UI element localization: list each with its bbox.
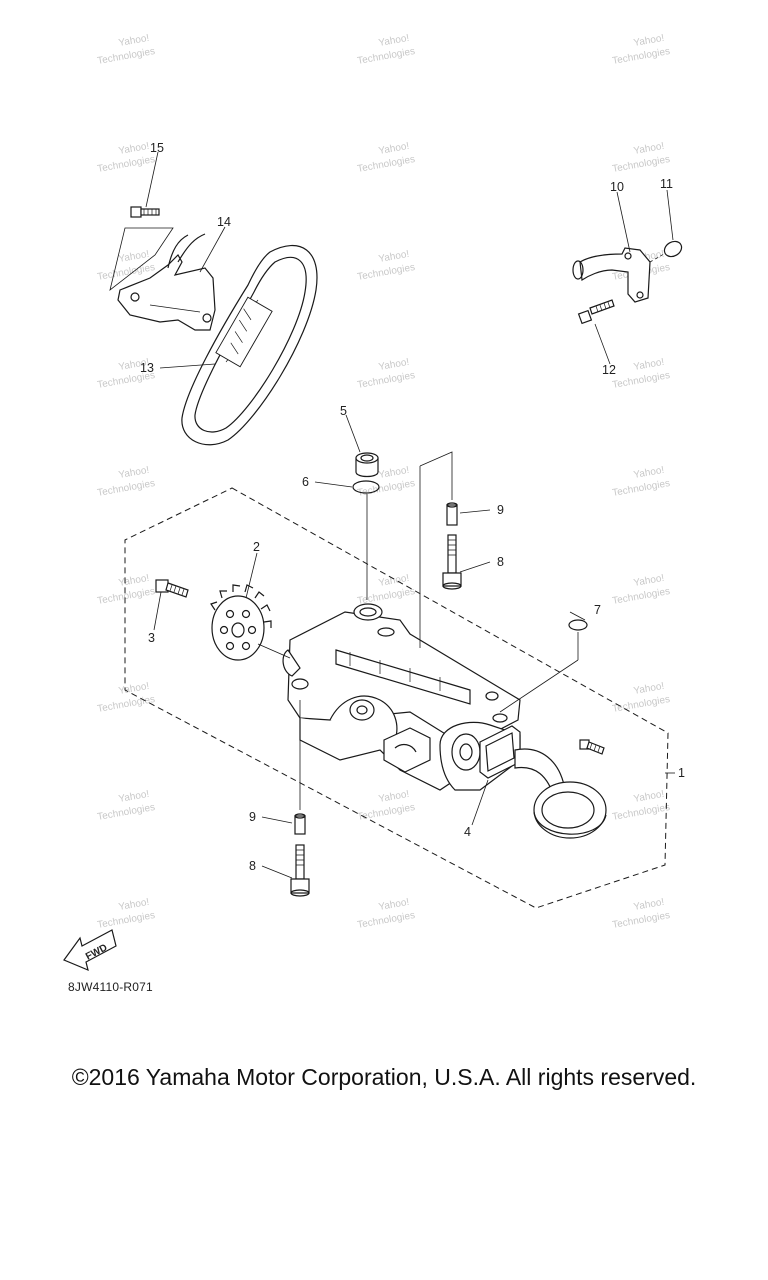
watermark-text: Yahoo!: [633, 357, 665, 373]
bolt-3: [155, 579, 189, 598]
dowel-9-upper: [446, 502, 458, 526]
o-ring-7: [568, 619, 588, 631]
watermark-text: Yahoo!: [633, 681, 665, 697]
callout-2: 2: [253, 540, 260, 554]
watermark-text: Technologies: [356, 154, 415, 175]
oil-pump-body: [282, 603, 607, 839]
callout-15: 15: [150, 141, 164, 155]
callout-11: 11: [660, 177, 673, 191]
watermark-text: Yahoo!: [378, 573, 410, 589]
callout-9-upper: 9: [497, 503, 504, 517]
callout-14: 14: [217, 215, 231, 229]
watermark-text: Yahoo!: [118, 789, 150, 805]
o-ring-11: [663, 240, 683, 258]
leader-lines: [145, 151, 675, 879]
callout-5: 5: [340, 404, 347, 418]
callout-8-lower: 8: [249, 859, 256, 873]
watermark-text: Technologies: [611, 370, 670, 391]
callout-9-lower: 9: [249, 810, 256, 824]
callout-12: 12: [602, 363, 616, 377]
watermark-text: Yahoo!: [378, 357, 410, 373]
watermark-text: Technologies: [356, 262, 415, 283]
parts-diagram: Yahoo!TechnologiesYahoo!TechnologiesYaho…: [63, 33, 685, 972]
callout-3: 3: [148, 631, 155, 645]
watermark-text: Technologies: [611, 802, 670, 823]
watermark-text: Technologies: [96, 154, 155, 175]
callout-1: 1: [678, 766, 685, 780]
callout-4: 4: [464, 825, 471, 839]
watermark-text: Yahoo!: [118, 357, 150, 373]
watermark-text: Yahoo!: [633, 141, 665, 157]
watermark-text: Yahoo!: [118, 573, 150, 589]
watermark-text: Yahoo!: [633, 33, 665, 49]
watermark-text: Yahoo!: [118, 897, 150, 913]
watermark-text: Technologies: [96, 694, 155, 715]
watermark-text: Yahoo!: [633, 573, 665, 589]
watermark-text: Technologies: [611, 478, 670, 499]
watermark-text: Technologies: [356, 370, 415, 391]
watermark-text: Technologies: [611, 586, 670, 607]
watermark-text: Yahoo!: [118, 249, 150, 265]
bolt-12: [577, 299, 615, 325]
copyright-notice: ©2016 Yamaha Motor Corporation, U.S.A. A…: [71, 1064, 697, 1090]
watermark-text: Yahoo!: [378, 897, 410, 913]
watermark-text: Technologies: [96, 586, 155, 607]
watermark-text: Yahoo!: [378, 249, 410, 265]
callout-10: 10: [610, 180, 624, 194]
watermark-text: Yahoo!: [378, 141, 410, 157]
watermark-text: Technologies: [96, 910, 155, 931]
bolt-8-lower: [290, 844, 310, 897]
dowel-9-lower: [294, 813, 306, 835]
watermark-text: Technologies: [611, 46, 670, 67]
watermark-text: Yahoo!: [378, 789, 410, 805]
chain-guide-14: [117, 233, 216, 331]
pipe-10: [572, 247, 651, 303]
collar-5: [355, 452, 379, 478]
bolt-8-upper: [442, 534, 462, 590]
callout-7: 7: [594, 603, 601, 617]
watermark-text: Yahoo!: [633, 789, 665, 805]
watermark-text: Yahoo!: [118, 33, 150, 49]
watermark-text: Yahoo!: [378, 33, 410, 49]
fwd-arrow: [63, 929, 117, 972]
watermark-text: Technologies: [96, 46, 155, 67]
watermark-text: Yahoo!: [633, 465, 665, 481]
watermark-text: Yahoo!: [633, 897, 665, 913]
watermark-text: Yahoo!: [118, 465, 150, 481]
callout-8-upper: 8: [497, 555, 504, 569]
drive-chain-13: [181, 244, 318, 446]
watermark-text: Yahoo!: [378, 465, 410, 481]
watermark-text: Technologies: [356, 46, 415, 67]
bolt-15-guide: [109, 227, 174, 292]
callout-13: 13: [140, 361, 154, 375]
watermark-text: Technologies: [96, 802, 155, 823]
diagram-code: 8JW4110-R071: [68, 980, 153, 994]
watermark-text: Technologies: [611, 910, 670, 931]
bolt-15: [130, 206, 160, 218]
watermark-text: Technologies: [611, 694, 670, 715]
watermark-text: Technologies: [96, 478, 155, 499]
watermark-text: Technologies: [611, 154, 670, 175]
assembly-outline: [124, 487, 669, 909]
watermark-text: Yahoo!: [118, 681, 150, 697]
callout-6: 6: [302, 475, 309, 489]
watermark-text: Yahoo!: [118, 141, 150, 157]
watermark-text: Technologies: [356, 802, 415, 823]
sprocket-2: [210, 584, 272, 661]
watermark-text: Technologies: [356, 910, 415, 931]
guide-lines: [257, 451, 579, 810]
o-ring-6: [352, 480, 380, 494]
